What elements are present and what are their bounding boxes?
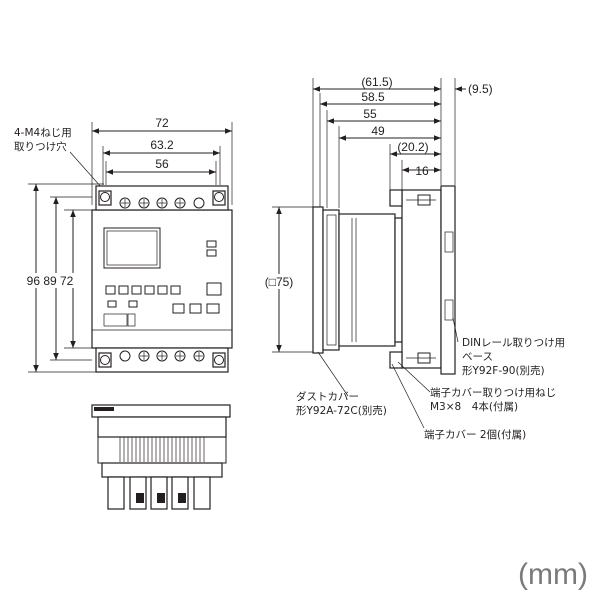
front-bezel — [322, 209, 340, 351]
din-base — [401, 189, 442, 369]
dim-75-label: (□75) — [265, 275, 294, 289]
bottom-view-terminals — [107, 476, 211, 510]
din-rail-clip — [440, 185, 456, 375]
dim-16-label: 16 — [415, 164, 429, 178]
button-row — [105, 282, 222, 314]
indicator-1 — [206, 240, 217, 248]
dim-heights-label: 96 89 72 — [27, 274, 74, 288]
front-body — [91, 209, 233, 349]
din-note-line3: 形Y92F-90(別売) — [462, 364, 545, 377]
dim-49-label: 49 — [371, 124, 385, 138]
dust-cover-note-line2: 形Y92A-72C(別売) — [296, 404, 387, 417]
indicator-2 — [206, 249, 217, 257]
dim-72-label: 72 — [155, 116, 169, 130]
screw-note-line1: 端子カバー取りつけ用ねじ — [430, 386, 556, 399]
dust-cover-leader — [317, 351, 349, 397]
terminal-cover-note: 端子カバー 2個(付属) — [424, 428, 526, 441]
bottom-view-vents — [119, 437, 205, 462]
dim-63-2-label: 63.2 — [150, 138, 174, 152]
screw-note-line2: M3×8 4本(付属) — [430, 400, 518, 413]
din-note-line1: DINレール取りつけ用 — [462, 337, 565, 349]
din-leader — [452, 317, 459, 343]
din-note-line2: ベース — [462, 351, 493, 363]
mounting-hole-note-line2: 取りつけ穴 — [14, 140, 67, 153]
top-terminal-screws — [119, 197, 205, 209]
terminal-cover-leader — [391, 363, 425, 429]
mount-hole-bottom-left — [100, 355, 110, 365]
mounting-hole-note-line1: 4-M4ねじ用 — [14, 127, 72, 139]
dim-58-5-label: 58.5 — [361, 90, 385, 104]
side-body — [338, 213, 396, 347]
dim-9-5-label: (9.5) — [468, 82, 493, 96]
mount-hole-top-right — [214, 192, 224, 202]
dim-61-5-label: (61.5) — [361, 75, 392, 89]
dust-cover — [312, 206, 324, 354]
mounting-hole-leader — [69, 151, 103, 189]
unit-label: (mm) — [518, 558, 588, 591]
side-view: (61.5) (9.5) 58.5 55 49 (20.2) 16 (□75) — [257, 75, 565, 441]
front-view: 72 63.2 56 4-M4ねじ用 取りつけ穴 96 89 72 — [14, 116, 233, 373]
bottom-view — [91, 404, 231, 510]
screw-leader — [397, 361, 431, 393]
bottom-terminal-screws — [119, 350, 205, 362]
dim-20-2-label: (20.2) — [397, 140, 428, 154]
mount-hole-top-left — [100, 192, 110, 202]
dim-55-label: 55 — [363, 107, 377, 121]
dust-cover-note-line1: ダストカバー — [296, 390, 359, 403]
lcd-window — [103, 227, 161, 269]
mount-hole-bottom-right — [214, 355, 224, 365]
dim-56-label: 56 — [155, 157, 169, 171]
